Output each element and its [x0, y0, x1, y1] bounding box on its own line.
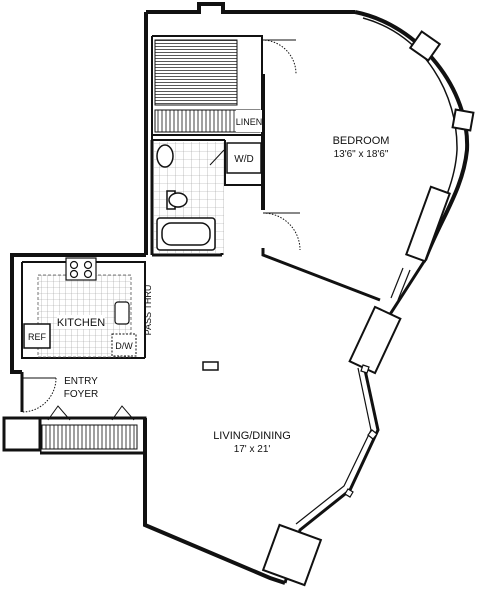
laundry-wall [224, 140, 263, 186]
kitchen-lower-wall [21, 262, 145, 359]
bath-door[interactable] [262, 212, 301, 251]
facade-post-1 [367, 429, 378, 440]
bedroom-south-wall [261, 248, 381, 302]
column-north [408, 30, 442, 62]
facade-columns [261, 30, 475, 587]
foyer-label: FOYER [64, 389, 98, 400]
linen-label: LINEN [236, 117, 263, 127]
living-dining-dimensions: 17' x 21' [234, 444, 271, 455]
facade-post-2 [344, 488, 354, 498]
north-wall [146, 2, 355, 14]
washer-dryer-icon [226, 142, 262, 174]
refrigerator-label: REF [28, 332, 47, 342]
bath-fixtures [156, 144, 216, 251]
column-mid [348, 305, 402, 375]
bedroom-curved-facade [354, 10, 470, 261]
foyer-closet-doors[interactable] [47, 405, 135, 421]
kitchen-counter-wall [22, 261, 146, 358]
kitchen-label: KITCHEN [57, 317, 105, 329]
kitchen-sink-icon [114, 301, 130, 325]
linen-label-bg [236, 110, 262, 132]
dishwasher-icon [111, 333, 137, 357]
closet-wall [152, 35, 263, 74]
interior-walls [21, 35, 381, 359]
refrigerator-icon [23, 323, 51, 349]
kitchen-label-bg [57, 315, 105, 329]
kitchen-wing-wall [10, 253, 146, 374]
living-facade-inner [295, 367, 372, 525]
south-wall [143, 418, 286, 585]
facade-post-3 [360, 364, 370, 374]
closet-bump [2, 416, 42, 452]
ceiling-fixture-icon [202, 361, 219, 371]
bathtub-basin-icon [161, 222, 211, 246]
bedroom-label: BEDROOM [333, 135, 390, 147]
dishwasher-label: D/W [115, 341, 133, 351]
entry-door[interactable] [21, 377, 57, 413]
toilet-bowl-icon [168, 192, 188, 208]
washer-dryer-label: W/D [234, 154, 253, 165]
living-dining-label: LIVING/DINING [213, 430, 291, 442]
facade-mullion-1 [397, 269, 411, 301]
cooktop-icon [65, 257, 97, 281]
pass-thru-label: PASS THRU [143, 285, 153, 336]
column-long [405, 185, 451, 263]
laundry-door-icon [209, 149, 225, 166]
closet-shelves [154, 39, 238, 106]
entry-label: ENTRY [64, 376, 98, 387]
closet-door[interactable] [261, 39, 297, 75]
bedroom-dimensions: 13'6" x 18'6" [334, 149, 389, 160]
column-south [261, 523, 323, 587]
column-east [451, 108, 475, 132]
exterior-walls [2, 2, 470, 585]
facade-mullion-2 [390, 267, 404, 299]
foyer-closet-shelving [41, 424, 138, 450]
sink-icon [156, 144, 174, 168]
